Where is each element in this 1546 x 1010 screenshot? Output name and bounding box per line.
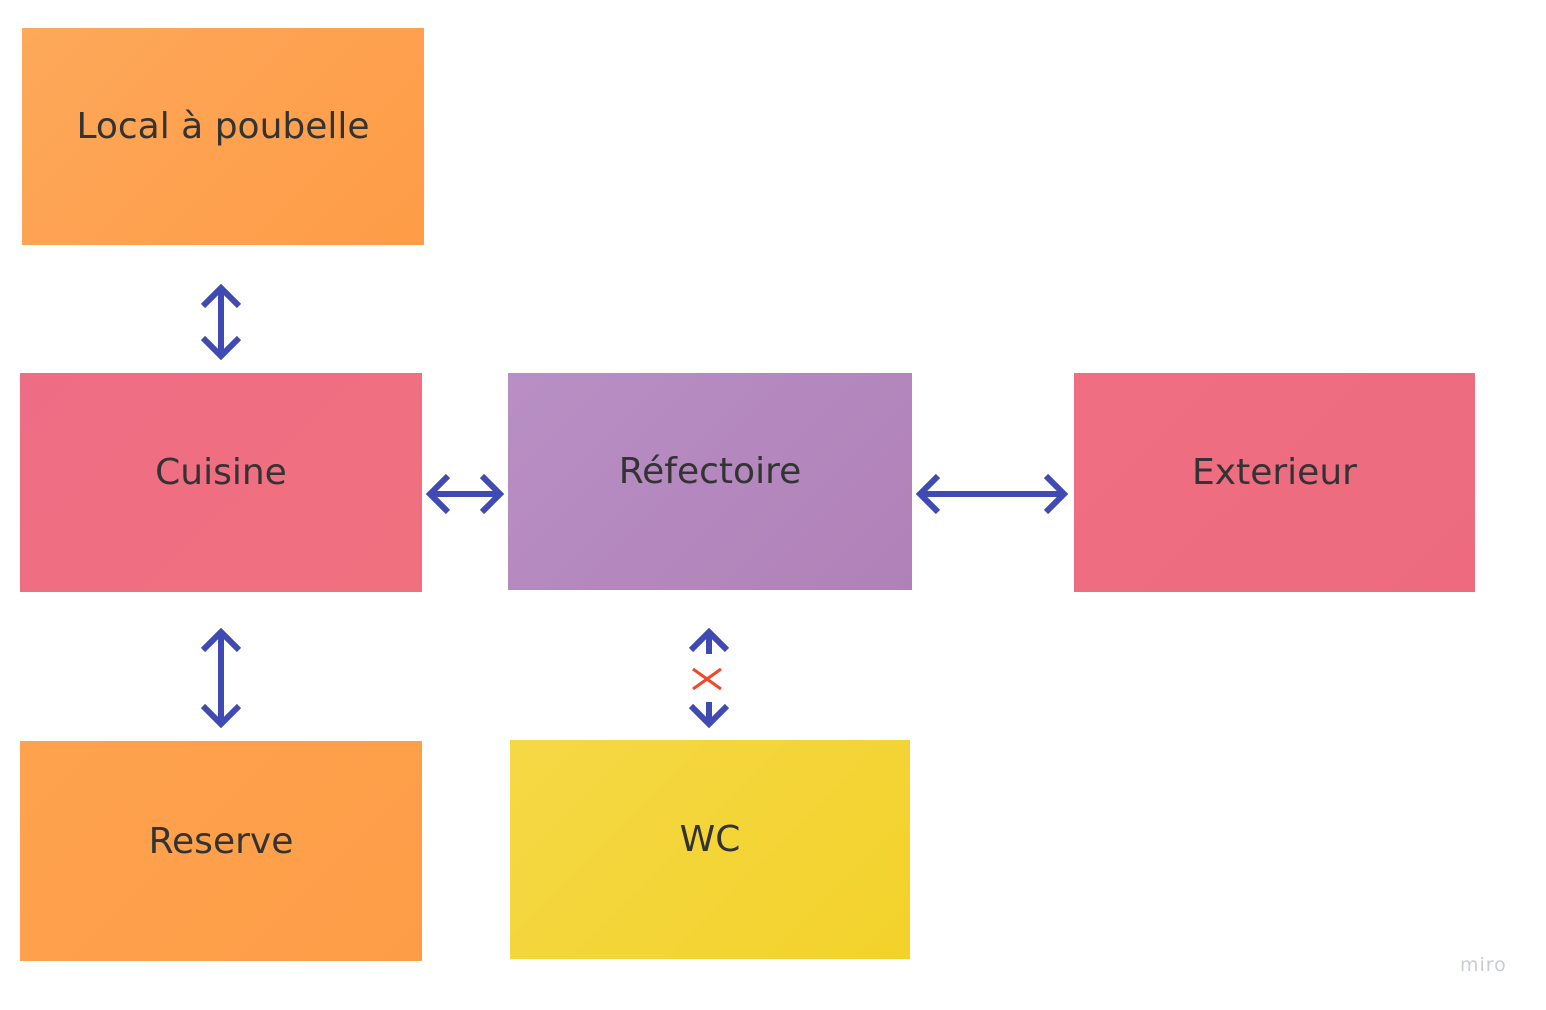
connector-cuisine-refectoire[interactable]	[425, 473, 505, 515]
sticky-exterieur[interactable]: Exterieur	[1074, 373, 1475, 592]
connector-refectoire-exterieur[interactable]	[915, 473, 1069, 515]
sticky-label: WC	[679, 819, 741, 860]
sticky-label: Réfectoire	[618, 451, 802, 492]
miro-watermark: miro	[1460, 954, 1507, 976]
sticky-refectoire[interactable]: Réfectoire	[508, 373, 912, 590]
sticky-reserve[interactable]: Reserve	[20, 741, 422, 961]
sticky-label: Cuisine	[155, 452, 287, 493]
blocked-x-icon	[692, 667, 722, 691]
sticky-label: Reserve	[148, 820, 294, 862]
sticky-label: Local à poubelle	[76, 106, 370, 147]
connector-refectoire-wc-blocked[interactable]	[688, 627, 730, 729]
sticky-cuisine[interactable]: Cuisine	[20, 373, 422, 592]
sticky-local-poubelle[interactable]: Local à poubelle	[22, 28, 424, 245]
connector-cuisine-reserve[interactable]	[200, 627, 242, 729]
connector-local-cuisine[interactable]	[200, 283, 242, 361]
sticky-wc[interactable]: WC	[510, 740, 910, 959]
sticky-label: Exterieur	[1192, 452, 1357, 493]
